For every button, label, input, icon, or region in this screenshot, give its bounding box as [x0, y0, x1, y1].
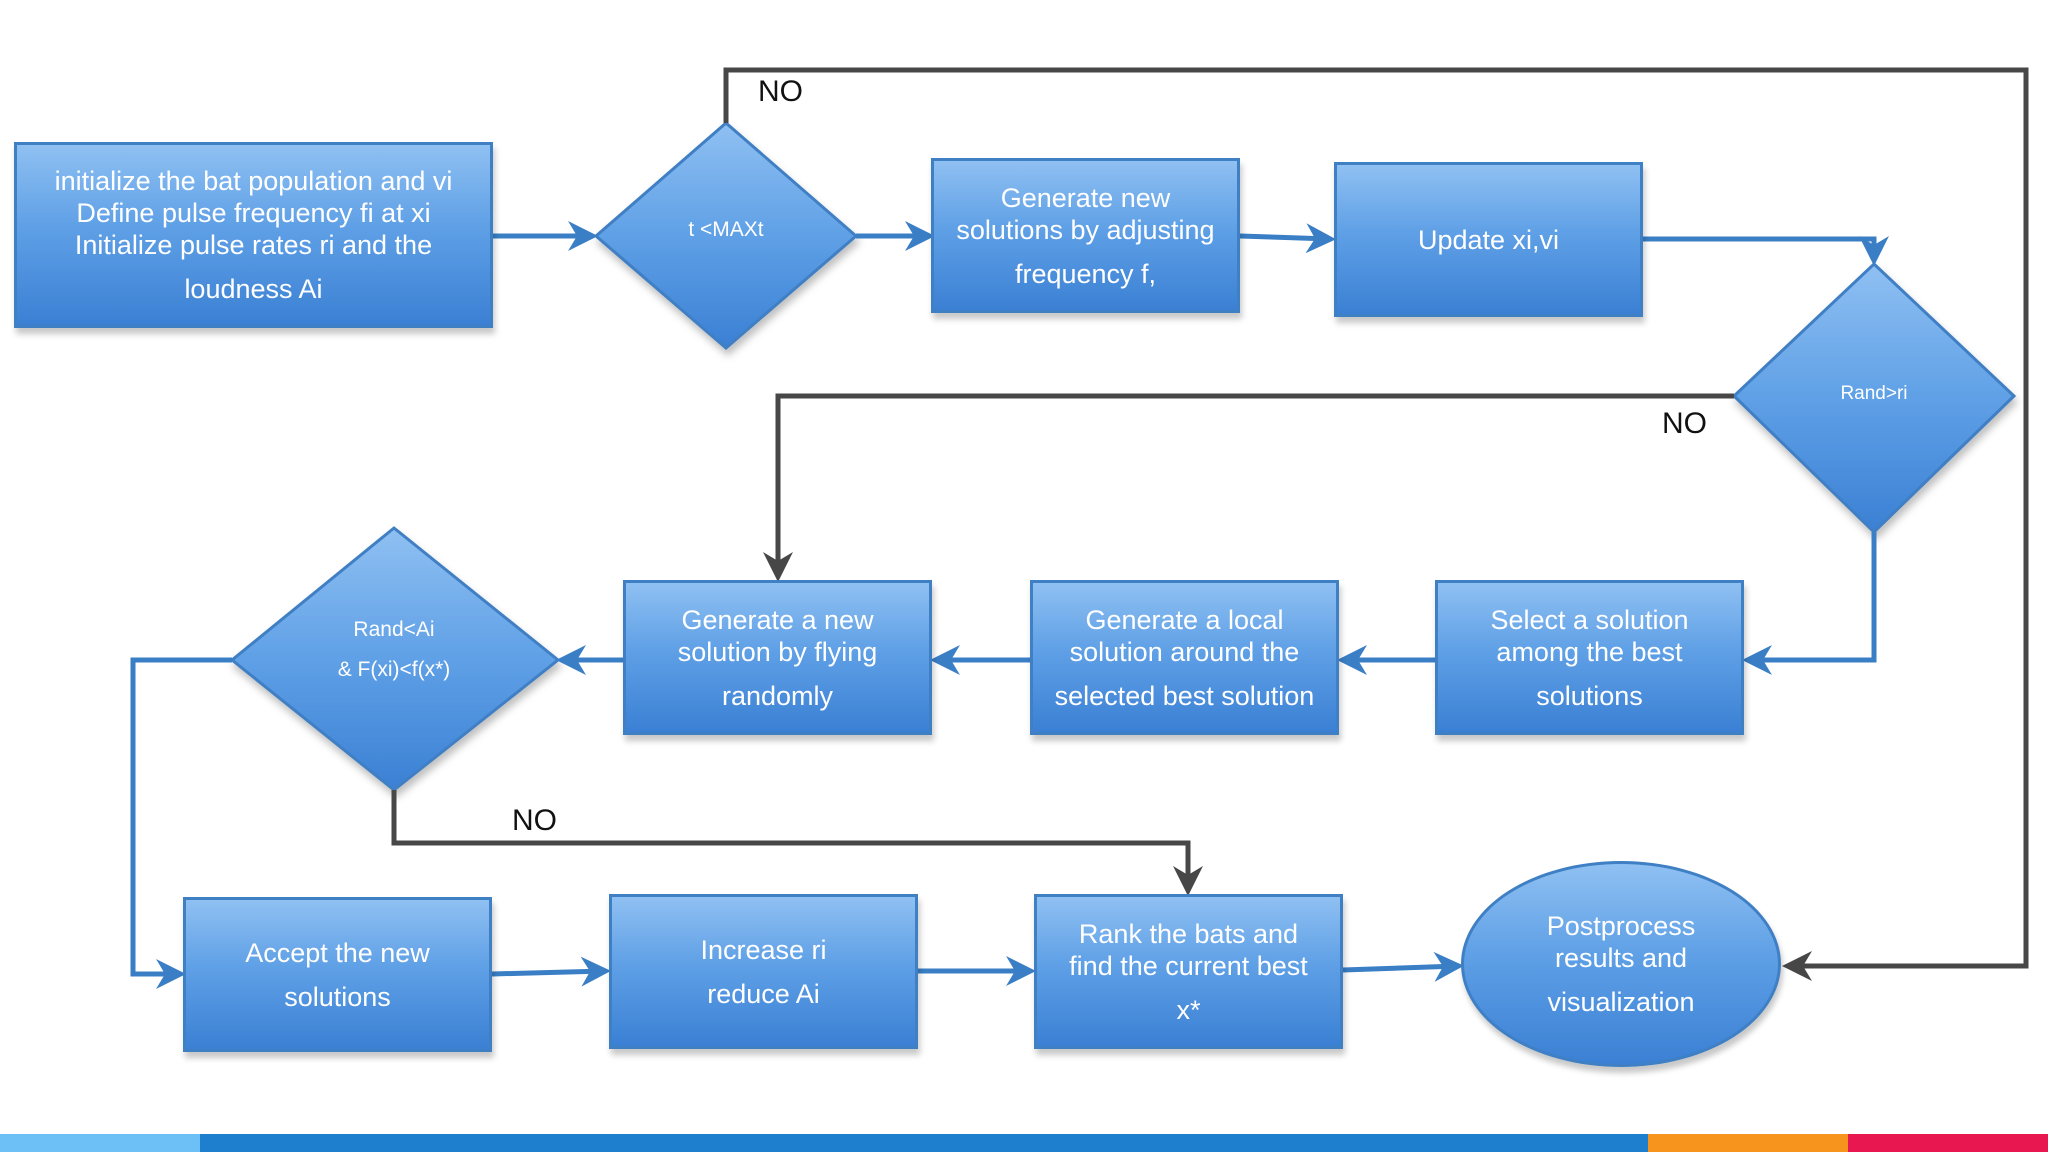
generate-random-line-1: Generate a new — [681, 604, 874, 635]
generate-new-solutions-line-3: frequency f, — [1014, 258, 1157, 289]
footer-segment-orange — [1648, 1134, 1848, 1152]
accept-line-2: solutions — [284, 981, 391, 1012]
decision-rand-ai-line-1: Rand<Ai — [353, 618, 435, 641]
postprocess-line-1: Postprocess — [1546, 911, 1696, 941]
dark-connectors — [391, 67, 2029, 981]
postprocess-line-2: results and — [1554, 943, 1688, 973]
decision-rand-ri-label: Rand>ri — [1774, 374, 1974, 414]
accept-solutions-box: Accept the new solutions — [183, 897, 492, 1052]
decision-max-iter-text: t <MAXt — [688, 218, 764, 241]
generate-random-solution-box: Generate a new solution by flying random… — [623, 580, 932, 735]
increase-line-2: reduce Ai — [707, 978, 820, 1009]
decision-rand-ai-label: Rand<Ai & F(xi)<f(x*) — [294, 610, 494, 690]
generate-random-line-2: solution by flying — [677, 636, 878, 667]
postprocess-ellipse: Postprocess results and visualization — [1461, 861, 1781, 1067]
rank-bats-box: Rank the bats and find the current best … — [1034, 894, 1343, 1049]
select-solution-line-1: Select a solution — [1490, 604, 1689, 635]
rank-line-2: find the current best — [1069, 950, 1308, 981]
arrow-rand-ri-no-to-random — [763, 393, 1734, 582]
generate-random-line-3: randomly — [721, 680, 834, 711]
footer-segment-light-blue — [0, 1134, 200, 1152]
footer-color-strip — [0, 1134, 2048, 1152]
generate-local-solution-box: Generate a local solution around the sel… — [1030, 580, 1339, 735]
arrow-accept-to-increase — [491, 956, 611, 987]
generate-local-line-2: solution around the — [1069, 636, 1300, 667]
decision-rand-ai-line-2: & F(xi)<f(x*) — [337, 658, 451, 681]
generate-new-solutions-box: Generate new solutions by adjusting freq… — [931, 158, 1240, 313]
select-solution-line-2: among the best — [1496, 636, 1683, 667]
initialize-box: initialize the bat population and vi Def… — [14, 142, 493, 328]
footer-segment-blue — [200, 1134, 1648, 1152]
max-iter-no-label: NO — [758, 75, 803, 108]
rand-ri-no-label: NO — [1662, 407, 1707, 440]
initialize-line-4: loudness Ai — [184, 274, 323, 304]
select-solution-box: Select a solution among the best solutio… — [1435, 580, 1744, 735]
generate-new-solutions-line-1: Generate new — [1000, 182, 1171, 213]
rank-line-1: Rank the bats and — [1078, 918, 1299, 949]
generate-new-solutions-line-2: solutions by adjusting — [956, 214, 1215, 245]
generate-local-line-1: Generate a local — [1085, 604, 1284, 635]
postprocess-line-3: visualization — [1547, 987, 1695, 1017]
decision-max-iter-shape — [593, 121, 859, 350]
arrow-update-to-rand-ri — [1643, 236, 1889, 266]
initialize-line-2: Define pulse frequency fi at xi — [76, 198, 431, 228]
select-solution-line-3: solutions — [1536, 680, 1643, 711]
update-box: Update xi,vi — [1334, 162, 1643, 317]
decision-rand-ri-text: Rand>ri — [1840, 383, 1908, 404]
arrow-rand-ri-to-select — [1742, 532, 1877, 675]
arrow-rand-ai-to-accept — [130, 657, 232, 989]
arrow-rank-to-postprocess — [1342, 951, 1464, 982]
increase-line-1: Increase ri — [700, 934, 827, 965]
blue-connectors — [130, 221, 1889, 989]
accept-line-1: Accept the new — [245, 937, 430, 968]
initialize-line-1: initialize the bat population and vi — [54, 166, 453, 196]
arrow-generate-to-update — [1239, 223, 1336, 254]
increase-ri-box: Increase ri reduce Ai — [609, 894, 918, 1049]
arrow-rand-ai-no-to-rank — [391, 790, 1203, 896]
initialize-line-3: Initialize pulse rates ri and the — [74, 230, 433, 260]
arrow-max-iter-no-to-postprocess — [723, 67, 2029, 981]
rand-ai-no-label: NO — [512, 804, 557, 837]
decision-max-iter-label: t <MAXt — [626, 210, 826, 250]
footer-segment-red — [1848, 1134, 2048, 1152]
update-line-1: Update xi,vi — [1417, 224, 1560, 255]
rank-line-3: x* — [1176, 994, 1201, 1025]
generate-local-line-3: selected best solution — [1054, 680, 1315, 711]
